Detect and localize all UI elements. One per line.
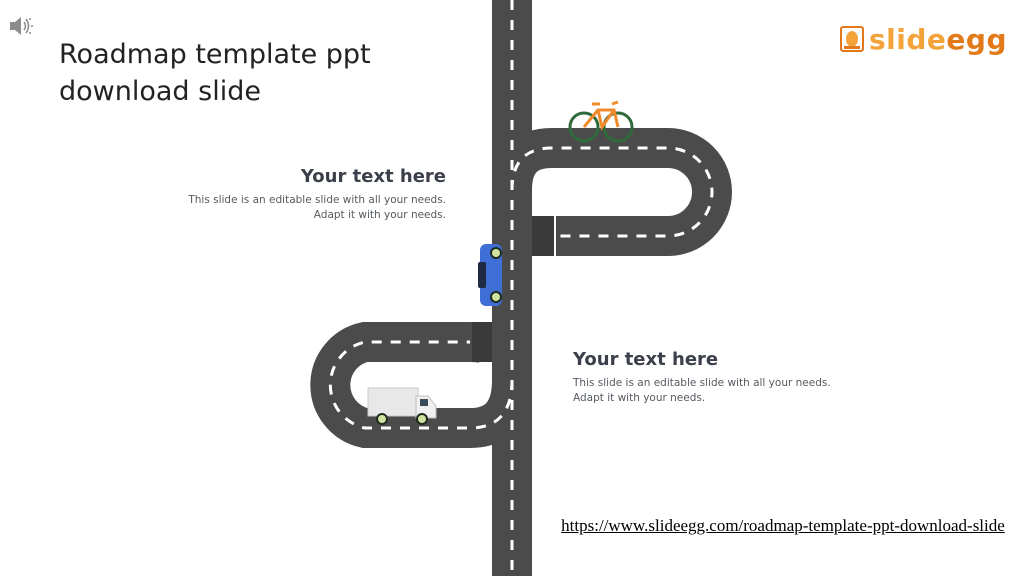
road-shadow-2 [472, 322, 492, 362]
brand-part-2: egg [946, 22, 1007, 56]
text-block-2: Your text here This slide is an editable… [573, 349, 833, 406]
lane-upper-loop [510, 146, 714, 238]
speaker-icon[interactable] [8, 14, 34, 38]
brand-part-1: slide [869, 22, 947, 56]
slide-title: Roadmap template ppt download slide [59, 39, 371, 107]
brand-logo: slideegg [840, 22, 1007, 56]
text-block-1-body: This slide is an editable slide with all… [188, 194, 446, 221]
source-link[interactable]: https://www.slideegg.com/roadmap-templat… [561, 516, 1005, 535]
text-block-1-heading: Your text here [300, 166, 446, 187]
text-block-2-heading: Your text here [573, 349, 719, 370]
lane-lower-loop [328, 340, 514, 430]
bicycle-icon [568, 100, 634, 143]
text-block-1: Your text here This slide is an editable… [186, 166, 446, 223]
car-icon [478, 244, 502, 306]
truck-icon [367, 387, 437, 425]
text-block-2-body: This slide is an editable slide with all… [573, 377, 831, 404]
road-shadow-1 [532, 216, 554, 256]
slideegg-logo-icon [840, 26, 864, 52]
brand-name: slideegg [869, 23, 1007, 56]
